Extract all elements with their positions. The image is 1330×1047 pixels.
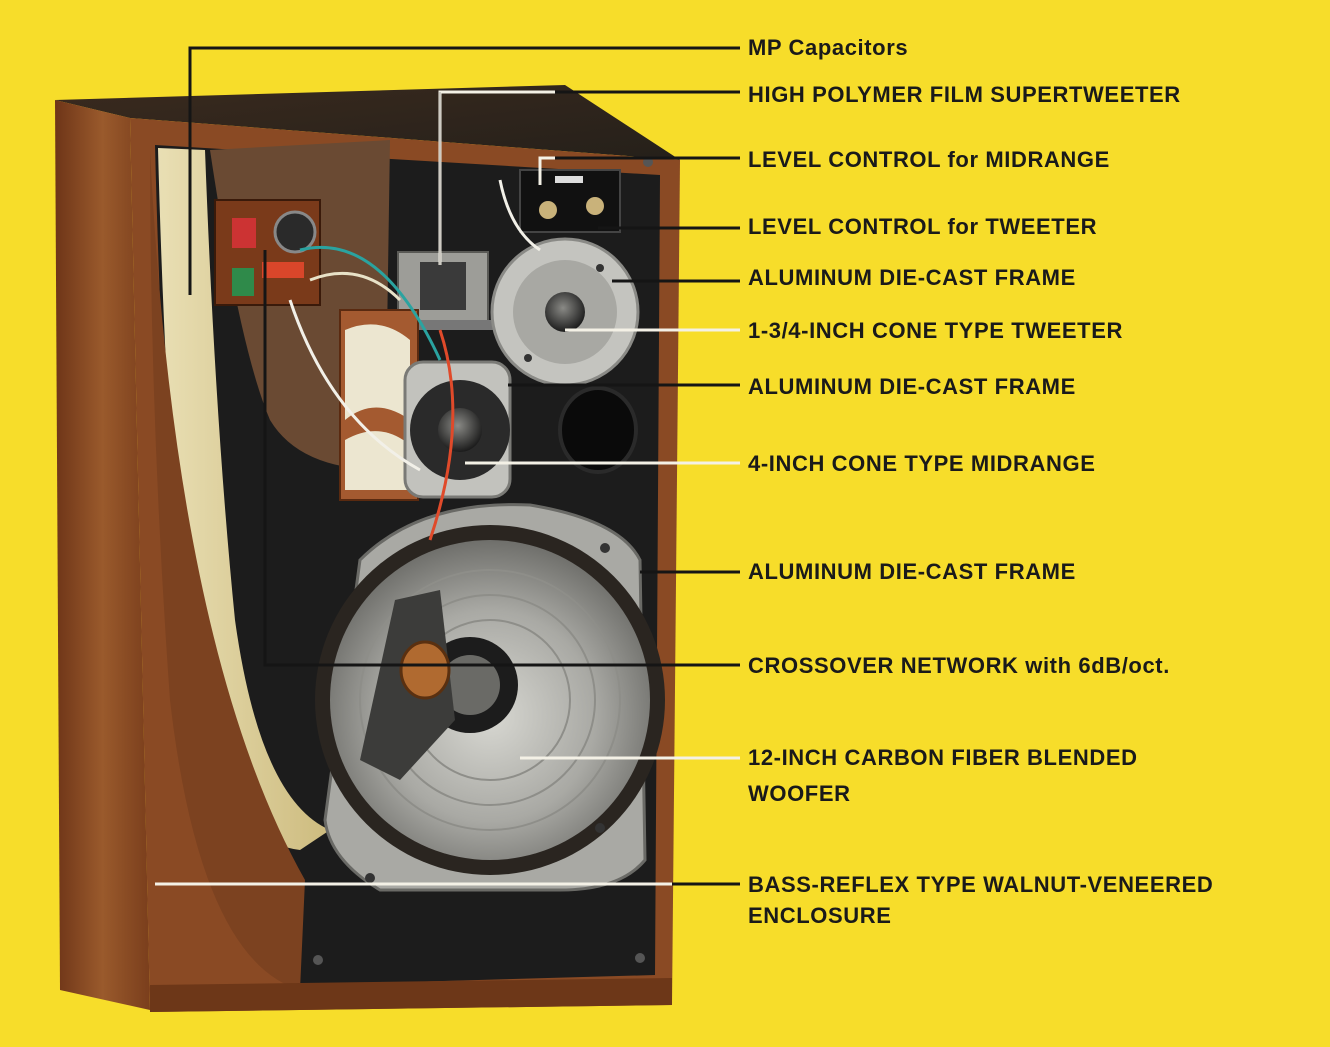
label-woofer: 12-INCH CARBON FIBER BLENDED WOOFER xyxy=(748,742,1138,809)
leader-lines xyxy=(155,46,740,886)
label-crossover: CROSSOVER NETWORK with 6dB/oct. xyxy=(748,653,1170,678)
label-enclosure-line2: ENCLOSURE xyxy=(748,903,892,928)
wires xyxy=(288,179,541,541)
leader-mp-capacitors xyxy=(188,46,740,295)
cabinet-cut-edge xyxy=(150,150,305,990)
tweeter xyxy=(490,237,640,387)
label-enclosure: BASS-REFLEX TYPE WALNUT-VENEERED ENCLOSU… xyxy=(748,869,1213,931)
label-woofer-line1: 12-INCH CARBON FIBER BLENDED xyxy=(748,745,1138,770)
leader-level-midrange-light xyxy=(538,156,555,185)
label-mp-capacitors: MP Capacitors xyxy=(748,35,909,60)
leader-supertweeter-light xyxy=(438,90,555,265)
label-frame-midrange: ALUMINUM DIE-CAST FRAME xyxy=(748,374,1076,399)
midrange-driver xyxy=(339,309,512,501)
leader-crossover xyxy=(263,250,740,667)
cabinet-top xyxy=(55,85,680,160)
label-level-tweeter: LEVEL CONTROL for TWEETER xyxy=(748,214,1098,239)
level-control-plate xyxy=(519,169,621,233)
bass-reflex-port xyxy=(558,386,638,474)
label-cone-tweeter: 1-3/4-INCH CONE TYPE TWEETER xyxy=(748,318,1123,343)
screw-icon xyxy=(635,953,645,963)
label-woofer-line2: WOOFER xyxy=(748,781,851,806)
cabinet-bottom xyxy=(150,978,672,1012)
label-level-midrange: LEVEL CONTROL for MIDRANGE xyxy=(748,147,1110,172)
label-supertweeter: HIGH POLYMER FILM SUPERTWEETER xyxy=(748,82,1181,107)
screw-icon xyxy=(313,955,323,965)
cabinet-left-side xyxy=(55,100,150,1010)
crossover-board xyxy=(214,199,321,306)
label-midrange: 4-INCH CONE TYPE MIDRANGE xyxy=(748,451,1096,476)
label-frame-tweeter: ALUMINUM DIE-CAST FRAME xyxy=(748,265,1076,290)
woofer xyxy=(315,503,665,892)
label-enclosure-line1: BASS-REFLEX TYPE WALNUT-VENEERED xyxy=(748,872,1214,897)
label-frame-woofer: ALUMINUM DIE-CAST FRAME xyxy=(748,559,1076,584)
